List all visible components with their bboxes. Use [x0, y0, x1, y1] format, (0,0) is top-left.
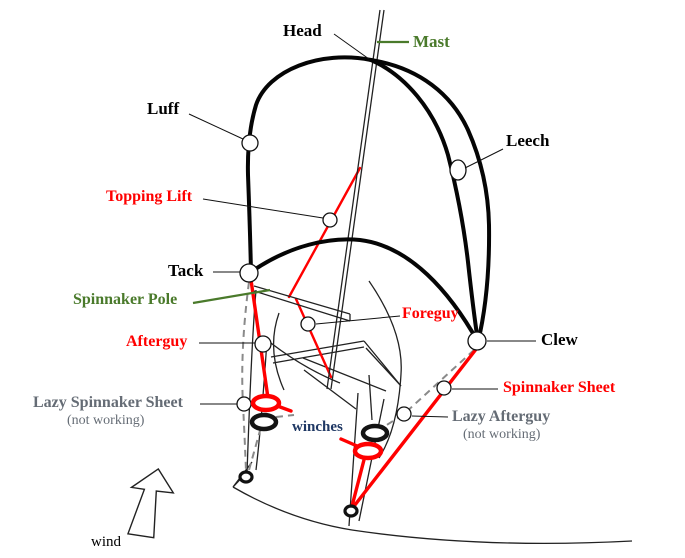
foreguy-pointer — [315, 315, 401, 325]
tack-ring — [239, 263, 259, 283]
luff-ring — [241, 134, 259, 152]
spinnaker-sheet-ring — [436, 380, 452, 396]
lazy-spinnaker-sheet-ring — [236, 396, 252, 412]
sail-foot — [249, 237, 480, 344]
starboard-red-winch — [352, 441, 384, 461]
lazy-afterguy-ring — [396, 406, 412, 422]
label-wind: wind — [91, 534, 121, 550]
spinnaker-sail — [245, 55, 492, 344]
lazy-spinnaker-sheet-tail — [275, 414, 295, 418]
label-clew: Clew — [541, 330, 578, 349]
label-afterguy: Afterguy — [126, 333, 188, 350]
wind-arrow-group — [127, 467, 175, 539]
hull-bottom-curve — [232, 486, 633, 545]
label-tack: Tack — [168, 261, 204, 280]
marker-rings — [236, 134, 487, 422]
sail-leech-outer — [369, 58, 492, 344]
label-head: Head — [283, 21, 322, 40]
label-mast: Mast — [413, 32, 450, 51]
mast-and-pole — [253, 9, 385, 390]
topping-lift-pointer — [202, 198, 324, 219]
stern-block — [343, 504, 359, 518]
foredeck-port-edge — [246, 289, 257, 474]
label-lazy-afterguy: Lazy Afterguy — [452, 408, 551, 425]
head-pointer — [333, 33, 370, 60]
label-lazy-spinnaker-sheet: Lazy Spinnaker Sheet — [33, 394, 183, 411]
label-spinnaker-pole: Spinnaker Pole — [73, 291, 178, 308]
clew-ring — [467, 331, 487, 351]
lazy-spinnaker-sheet-return — [248, 426, 262, 471]
leech-pointer — [464, 148, 504, 169]
cockpit-wedge — [302, 357, 387, 410]
label-winches: winches — [292, 419, 343, 435]
afterguy-ring — [254, 335, 272, 353]
label-foreguy: Foreguy — [402, 305, 459, 322]
topping-lift-line — [287, 166, 362, 299]
label-luff: Luff — [147, 99, 180, 118]
mast-base-arc — [272, 312, 285, 391]
bow-block — [238, 470, 254, 484]
port-black-winch — [249, 412, 279, 432]
cockpit-edge — [368, 374, 373, 421]
leech-ring — [449, 159, 467, 181]
luff-pointer — [188, 113, 244, 140]
sail-luff — [245, 55, 373, 274]
wind-arrow-icon — [127, 467, 175, 539]
foreguy-line — [294, 297, 333, 379]
sail-leech-inner — [369, 58, 480, 344]
label-topping-lift: Topping Lift — [106, 188, 193, 205]
mast-lines — [326, 9, 385, 390]
label-leech: Leech — [506, 131, 550, 150]
starboard-black-winch — [360, 423, 390, 443]
lazy-afterguy-line — [381, 349, 475, 429]
label-spinnaker-sheet: Spinnaker Sheet — [503, 379, 616, 396]
lazy-afterguy-pointer — [411, 415, 449, 418]
deck-hardware — [238, 393, 390, 518]
foreguy-ring — [300, 316, 316, 332]
spinnaker-pole-pointer — [192, 288, 271, 305]
label-not-working-starboard: (not working) — [463, 427, 541, 442]
deck-arc-starboard — [368, 280, 402, 459]
cabin-side-wedge — [363, 340, 402, 387]
label-pointers — [188, 33, 536, 418]
label-not-working-port: (not working) — [67, 413, 145, 428]
port-red-winch — [250, 393, 282, 413]
lazy-spinnaker-sheet-line — [241, 281, 250, 472]
topping-lift-ring — [322, 212, 338, 228]
